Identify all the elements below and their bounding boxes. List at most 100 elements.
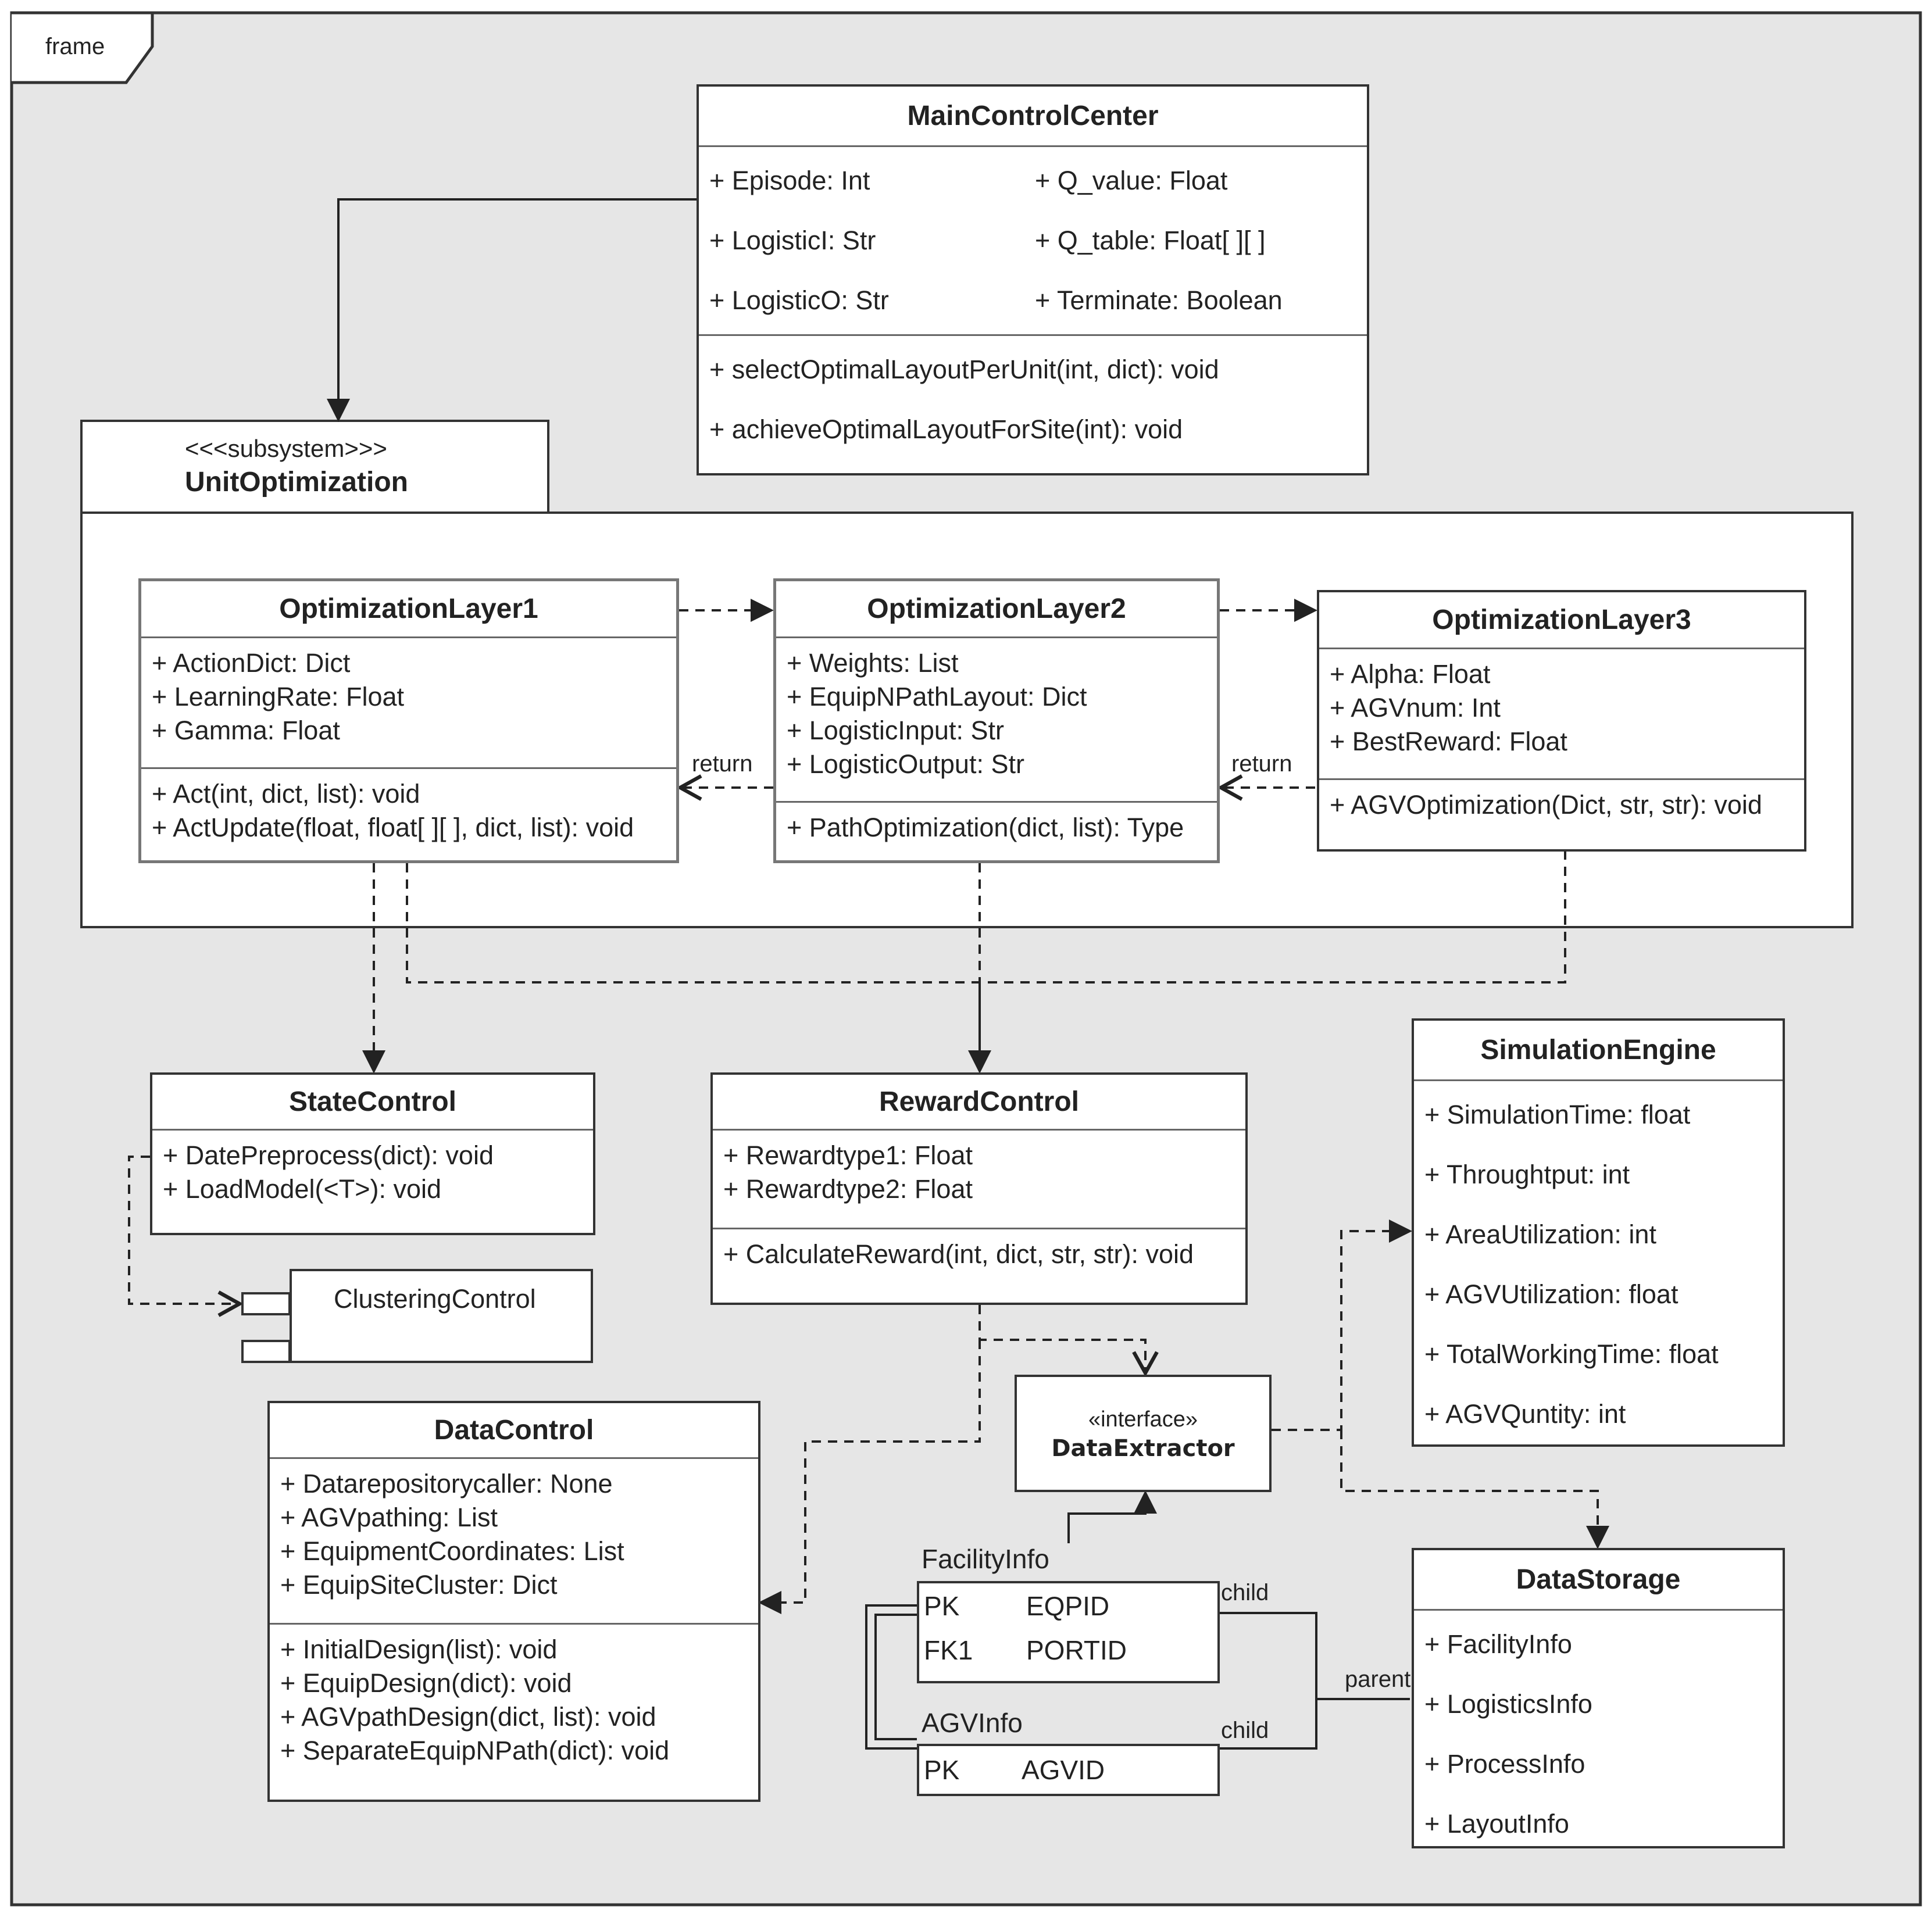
attribute: + LearningRate: Float <box>152 682 405 711</box>
data-extractor-name: DataExtractor <box>1051 1435 1235 1462</box>
method: + AGVpathDesign(dict, list): void <box>280 1702 656 1732</box>
main-control-attrs-right: + Q_value: Float + Q_table: Float[ ][ ] … <box>1035 151 1356 330</box>
main-control-title: MainControlCenter <box>699 87 1367 147</box>
attribute: + LayoutInfo <box>1424 1809 1569 1839</box>
agv-col-agvid: AGVID <box>1022 1755 1105 1785</box>
layer2-methods: + PathOptimization(dict, list): Type <box>776 803 1217 850</box>
attribute: + FacilityInfo <box>1424 1629 1572 1659</box>
layer1-attributes: + ActionDict: Dict + LearningRate: Float… <box>141 638 676 769</box>
method: + AGVOptimization(Dict, str, str): void <box>1330 790 1762 820</box>
facility-col-portid: PORTID <box>1026 1635 1127 1665</box>
attribute: + Terminate: Boolean <box>1035 285 1283 315</box>
attribute: + TotalWorkingTime: float <box>1424 1339 1719 1369</box>
layer2-title: OptimizationLayer2 <box>776 581 1217 638</box>
state-control[interactable]: StateControl + DatePreprocess(dict): voi… <box>150 1072 595 1235</box>
state-control-methods: + DatePreprocess(dict): void + LoadModel… <box>152 1131 593 1212</box>
attribute: + Q_table: Float[ ][ ] <box>1035 226 1266 255</box>
attribute: + AreaUtilization: int <box>1424 1219 1656 1249</box>
attribute: + LogisticOutput: Str <box>787 749 1024 779</box>
clustering-control-label: ClusteringControl <box>334 1284 536 1314</box>
data-storage[interactable]: DataStorage + FacilityInfo + LogisticsIn… <box>1412 1548 1785 1848</box>
method: + LoadModel(<T>): void <box>163 1174 442 1204</box>
attribute: + EquipmentCoordinates: List <box>280 1536 624 1566</box>
attribute: + LogisticI: Str <box>709 226 876 255</box>
attribute: + AGVUtilization: float <box>1424 1279 1679 1309</box>
data-control[interactable]: DataControl + Datarepositorycaller: None… <box>267 1401 760 1802</box>
main-control-attributes: + Episode: Int + LogisticI: Str + Logist… <box>699 147 1367 336</box>
relation-child-label-2: child <box>1221 1718 1269 1743</box>
attribute: + EquipNPathLayout: Dict <box>787 682 1087 711</box>
edge-layer1-to-rewardcontrol <box>406 852 1566 983</box>
subsystem-name: UnitOptimization <box>185 467 408 498</box>
data-storage-title: DataStorage <box>1414 1550 1783 1611</box>
simulation-engine-title: SimulationEngine <box>1414 1021 1783 1081</box>
simulation-engine[interactable]: SimulationEngine + SimulationTime: float… <box>1412 1018 1785 1447</box>
attribute: + Alpha: Float <box>1330 659 1491 689</box>
edge-dataextractor-to-simulation <box>1272 1219 1412 1431</box>
layer3-title: OptimizationLayer3 <box>1319 592 1804 649</box>
attribute: + LogisticsInfo <box>1424 1689 1592 1719</box>
component-port-bottom <box>241 1340 291 1363</box>
facility-col-eqpid: EQPID <box>1026 1591 1110 1621</box>
edge-facilityinfo-to-dataextractor <box>1067 1490 1157 1543</box>
relation-child-label-1: child <box>1221 1580 1269 1605</box>
edge-facility-to-storage <box>1220 1612 1317 1750</box>
layer2-attributes: + Weights: List + EquipNPathLayout: Dict… <box>776 638 1217 803</box>
attribute: + Throughtput: int <box>1424 1160 1630 1189</box>
data-control-title: DataControl <box>270 1403 758 1459</box>
optimization-layer1[interactable]: OptimizationLayer1 + ActionDict: Dict + … <box>138 578 679 863</box>
layer1-methods: + Act(int, dict, list): void + ActUpdate… <box>141 769 676 850</box>
layer3-methods: + AGVOptimization(Dict, str, str): void <box>1319 780 1804 828</box>
edge-reward-to-datacontrol <box>758 1340 981 1614</box>
main-control-methods: + selectOptimalLayoutPerUnit(int, dict):… <box>699 336 1367 465</box>
data-extractor-interface[interactable]: «interface» DataExtractor <box>1015 1375 1272 1492</box>
edge-facility-self-relation-inner <box>874 1614 917 1740</box>
state-control-title: StateControl <box>152 1075 593 1131</box>
method: + SeparateEquipNPath(dict): void <box>280 1736 670 1765</box>
attribute: + Episode: Int <box>709 166 870 195</box>
component-port-top <box>241 1292 291 1315</box>
attribute: + Datarepositorycaller: None <box>280 1469 613 1498</box>
facility-key-fk1: FK1 <box>924 1635 973 1665</box>
edge-reward-to-dataextractor <box>979 1305 1159 1377</box>
attribute: + Weights: List <box>787 648 959 678</box>
facility-info-table[interactable]: PK EQPID FK1 PORTID <box>917 1581 1220 1683</box>
attribute: + ProcessInfo <box>1424 1749 1585 1779</box>
edge-facility-self-relation <box>865 1604 917 1750</box>
reward-control-methods: + CalculateReward(int, dict, str, str): … <box>713 1229 1245 1277</box>
attribute: + ActionDict: Dict <box>152 648 351 678</box>
return-label-layer3: return <box>1231 751 1292 777</box>
layer1-title: OptimizationLayer1 <box>141 581 676 638</box>
layer3-attributes: + Alpha: Float + AGVnum: Int + BestRewar… <box>1319 649 1804 780</box>
attribute: + Rewardtype2: Float <box>723 1174 973 1204</box>
clustering-control[interactable]: ClusteringControl <box>290 1269 593 1363</box>
reward-control-title: RewardControl <box>713 1075 1245 1131</box>
attribute: + Q_value: Float <box>1035 166 1228 195</box>
method: + ActUpdate(float, float[ ][ ], dict, li… <box>152 813 634 842</box>
agv-key-pk: PK <box>924 1755 960 1785</box>
method: + CalculateReward(int, dict, str, str): … <box>723 1239 1194 1269</box>
method: + DatePreprocess(dict): void <box>163 1140 494 1170</box>
simulation-engine-attributes: + SimulationTime: float + Throughtput: i… <box>1414 1081 1783 1450</box>
data-control-methods: + InitialDesign(list): void + EquipDesig… <box>270 1625 758 1773</box>
optimization-layer3[interactable]: OptimizationLayer3 + Alpha: Float + AGVn… <box>1317 590 1806 852</box>
attribute: + AGVnum: Int <box>1330 693 1501 723</box>
method: + PathOptimization(dict, list): Type <box>787 813 1184 842</box>
main-control-center[interactable]: MainControlCenter + Episode: Int + Logis… <box>697 84 1369 475</box>
agv-info-title: AGVInfo <box>922 1708 1023 1738</box>
reward-control-attributes: + Rewardtype1: Float + Rewardtype2: Floa… <box>713 1131 1245 1229</box>
return-label-layer2: return <box>692 751 753 777</box>
attribute: + AGVpathing: List <box>280 1503 498 1532</box>
facility-key-pk: PK <box>924 1591 960 1621</box>
reward-control[interactable]: RewardControl + Rewardtype1: Float + Rew… <box>710 1072 1248 1305</box>
attribute: + EquipSiteCluster: Dict <box>280 1570 558 1600</box>
facility-info-title: FacilityInfo <box>922 1544 1049 1574</box>
attribute: + Gamma: Float <box>152 716 340 745</box>
attribute: + SimulationTime: float <box>1424 1100 1691 1129</box>
optimization-layer2[interactable]: OptimizationLayer2 + Weights: List + Equ… <box>773 578 1220 863</box>
agv-info-table[interactable]: PK AGVID <box>917 1744 1220 1796</box>
method: + EquipDesign(dict): void <box>280 1668 572 1698</box>
method: + InitialDesign(list): void <box>280 1635 558 1664</box>
relation-parent-label: parent <box>1345 1666 1411 1692</box>
data-extractor-stereotype: «interface» <box>1088 1407 1198 1432</box>
